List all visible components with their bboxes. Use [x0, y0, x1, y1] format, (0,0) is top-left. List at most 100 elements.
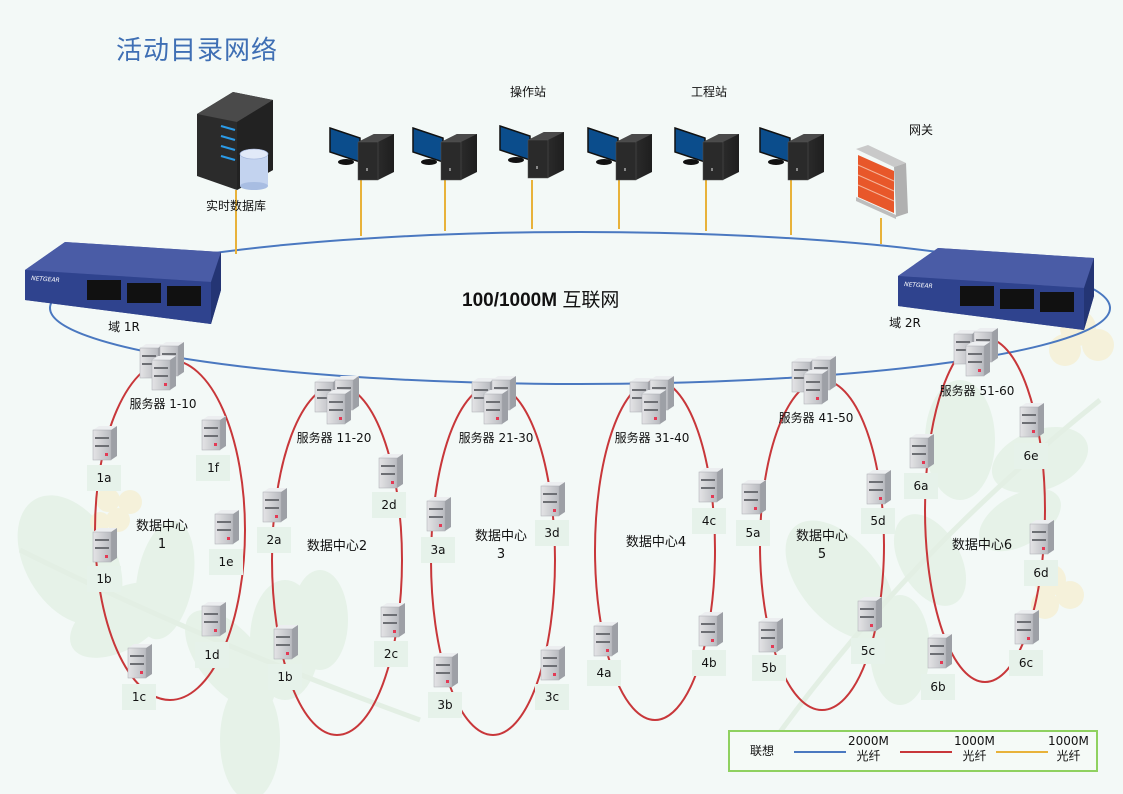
workstation-icon[interactable]	[759, 127, 825, 181]
datacenter-label: 数据中心6	[951, 538, 1013, 553]
legend-title: 联想	[750, 744, 775, 758]
svg-text:NETGEAR: NETGEAR	[904, 281, 933, 290]
legend-swatch-1000M-red	[900, 751, 952, 753]
server-icon[interactable]	[540, 481, 566, 517]
legend-medium: 光纤	[856, 749, 881, 763]
node-tag: 6d	[1024, 560, 1058, 586]
server-icon[interactable]	[378, 453, 404, 489]
server-icon[interactable]	[1029, 519, 1055, 555]
node-tag: 1e	[209, 549, 243, 575]
server-icon[interactable]	[698, 611, 724, 647]
server-icon[interactable]	[127, 643, 153, 679]
legend-medium: 光纤	[962, 749, 987, 763]
server-icon[interactable]	[92, 425, 118, 461]
legend-swatch-2000M	[794, 751, 846, 753]
server-icon[interactable]	[273, 624, 299, 660]
server-icon[interactable]	[698, 467, 724, 503]
workstation-icon[interactable]	[412, 127, 478, 181]
legend-medium: 光纤	[1056, 749, 1081, 763]
node-tag: 6e	[1014, 443, 1048, 469]
workstation-group-label: 操作站	[509, 85, 547, 99]
node-tag: 2d	[372, 492, 406, 518]
datacenter-label: 数据中心2	[306, 539, 368, 554]
workstation-list	[329, 125, 825, 181]
node-tag: 5b	[752, 655, 786, 681]
node-tag: 2a	[257, 527, 291, 553]
node-tag: 5a	[736, 520, 770, 546]
network-switch-icon[interactable]: NETGEAR	[898, 248, 1094, 330]
legend-item: 2000M 光纤	[848, 734, 889, 764]
node-tag: 3d	[535, 520, 569, 546]
workstation-icon[interactable]	[499, 125, 565, 179]
server-icon[interactable]	[201, 601, 227, 637]
page-title: 活动目录网络	[116, 36, 279, 66]
server-icon[interactable]	[1014, 609, 1040, 645]
network-switch-icon[interactable]: NETGEAR	[25, 242, 221, 324]
server-icon[interactable]	[262, 487, 288, 523]
firewall-icon[interactable]	[856, 145, 908, 219]
server-icon[interactable]	[201, 415, 227, 451]
server-group-label: 服务器 41-50	[778, 411, 854, 425]
node-tag: 1c	[122, 684, 156, 710]
datacenter-label: 数据中心 1	[135, 519, 189, 552]
server-group-icon[interactable]	[792, 356, 836, 404]
datacenter-label: 数据中心4	[625, 535, 687, 550]
server-group-label: 服务器 51-60	[939, 384, 1015, 398]
server-group-icon[interactable]	[315, 376, 359, 424]
node-tag: 5d	[861, 508, 895, 534]
server-database-icon[interactable]	[197, 92, 273, 190]
server-icon[interactable]	[214, 509, 240, 545]
server-icon[interactable]	[433, 652, 459, 688]
legend-swatch-1000M-yellow	[996, 751, 1048, 753]
node-tag: 1d	[195, 642, 229, 668]
database-label: 实时数据库	[205, 199, 267, 213]
node-tag: 3b	[428, 692, 462, 718]
svg-text:NETGEAR: NETGEAR	[31, 275, 60, 284]
server-icon[interactable]	[758, 617, 784, 653]
node-tag: 4a	[587, 660, 621, 686]
server-icon[interactable]	[92, 527, 118, 563]
server-group-label: 服务器 21-30	[458, 431, 534, 445]
legend-speed: 1000M	[954, 734, 995, 748]
server-group-icon[interactable]	[630, 376, 674, 424]
node-tag: 1b	[87, 566, 121, 592]
switch-label: 域 1R	[108, 320, 140, 334]
node-tag: 1b	[268, 664, 302, 690]
node-tag: 1a	[87, 465, 121, 491]
workstation-group-label: 工程站	[690, 85, 728, 99]
server-icon[interactable]	[380, 602, 406, 638]
legend-speed: 1000M	[1048, 734, 1089, 748]
legend-speed: 2000M	[848, 734, 889, 748]
node-tag: 5c	[851, 638, 885, 664]
server-group-label: 服务器 1-10	[129, 397, 197, 411]
network-speed: 100/1000M	[462, 290, 558, 311]
server-group-icon[interactable]	[472, 376, 516, 424]
workstation-icon[interactable]	[674, 127, 740, 181]
drop-links-1000M	[235, 180, 882, 254]
workstation-icon[interactable]	[587, 127, 653, 181]
server-icon[interactable]	[1019, 402, 1045, 438]
server-icon[interactable]	[857, 596, 883, 632]
legend-item: 1000M 光纤	[1048, 734, 1089, 764]
workstation-icon[interactable]	[329, 127, 395, 181]
datacenter-label: 数据中心 3	[474, 529, 528, 562]
server-group-icon[interactable]	[140, 342, 184, 390]
node-tag: 4b	[692, 650, 726, 676]
switch-label: 域 2R	[889, 316, 921, 330]
legend: 联想 2000M 光纤 1000M 光纤 1000M 光纤	[728, 730, 1098, 772]
server-icon[interactable]	[927, 633, 953, 669]
server-icon[interactable]	[909, 433, 935, 469]
server-icon[interactable]	[426, 496, 452, 532]
server-icon[interactable]	[593, 621, 619, 657]
server-group-label: 服务器 31-40	[614, 431, 690, 445]
server-icon[interactable]	[866, 469, 892, 505]
server-group-icon[interactable]	[954, 328, 998, 376]
network-name: 互联网	[562, 289, 620, 311]
server-group-list	[140, 328, 998, 424]
server-icon[interactable]	[540, 645, 566, 681]
server-icon[interactable]	[741, 479, 767, 515]
backbone-ring-2000M	[49, 231, 1111, 385]
node-tag: 3c	[535, 684, 569, 710]
node-tag: 3a	[421, 537, 455, 563]
